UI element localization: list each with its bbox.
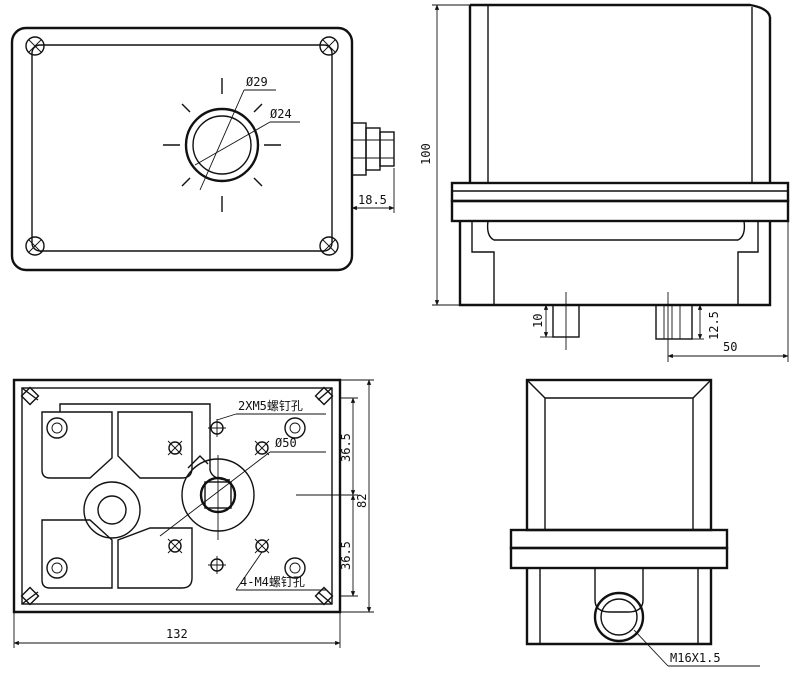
d29-leader bbox=[199, 89, 245, 191]
cavity bbox=[117, 411, 193, 479]
dim-d24: Ø24 bbox=[270, 107, 292, 121]
dim-length: 132 bbox=[166, 627, 188, 641]
indicator-window-inner bbox=[192, 115, 252, 175]
corner-screw-icon bbox=[314, 586, 334, 606]
top-view-outer-frame bbox=[10, 26, 354, 272]
dim-upper: 36.5 bbox=[339, 433, 353, 462]
mount-hole-icon bbox=[284, 417, 306, 439]
end-cover-flange bbox=[509, 528, 729, 550]
dim-pcd: Ø50 bbox=[275, 436, 297, 450]
pcd-leader bbox=[159, 451, 271, 537]
cable-gland bbox=[351, 122, 395, 176]
bearing-hub bbox=[83, 481, 141, 539]
output-shaft-right bbox=[655, 304, 693, 340]
m4-hole-icon bbox=[167, 440, 183, 456]
dim-shaft-left: 10 bbox=[531, 314, 545, 328]
dim-lower: 36.5 bbox=[339, 541, 353, 570]
dim-height: 100 bbox=[419, 143, 433, 165]
conduit-port bbox=[593, 591, 645, 643]
end-base-body bbox=[525, 568, 713, 646]
cover-flange bbox=[450, 181, 790, 203]
note-m4: 4-M4螺钉孔 bbox=[240, 575, 305, 589]
end-view: M16X1.5 bbox=[509, 378, 760, 667]
corner-screw-icon bbox=[25, 36, 45, 56]
top-view-inner-frame bbox=[31, 44, 333, 252]
mount-hole-icon bbox=[284, 557, 306, 579]
corner-screw-icon bbox=[319, 236, 339, 256]
dim-offset: 50 bbox=[723, 340, 737, 354]
thread-spec: M16X1.5 bbox=[670, 651, 721, 665]
side-view: 100 10 12.5 50 bbox=[419, 3, 790, 362]
m4-hole-icon bbox=[254, 440, 270, 456]
bottom-view: Ø50 2XM5螺钉孔 4-M4螺钉孔 36.5 36.5 82 132 bbox=[12, 378, 374, 648]
cavity bbox=[117, 527, 193, 589]
m5-hole-icon bbox=[208, 556, 226, 574]
corner-screw-icon bbox=[314, 386, 334, 406]
indicator-window-outer bbox=[184, 107, 260, 183]
end-base-flange bbox=[509, 546, 729, 570]
corner-screw-icon bbox=[25, 236, 45, 256]
m4-hole-icon bbox=[254, 538, 270, 554]
d24-leader bbox=[194, 121, 271, 166]
dim-gland: 18.5 bbox=[358, 193, 387, 207]
base-body bbox=[458, 221, 772, 307]
dim-shaft-right: 12.5 bbox=[707, 311, 721, 340]
note-m5: 2XM5螺钉孔 bbox=[238, 399, 303, 413]
m4-hole-icon bbox=[167, 538, 183, 554]
cover-outline bbox=[468, 3, 772, 183]
cavity bbox=[41, 411, 113, 479]
corner-screw-icon bbox=[319, 36, 339, 56]
cavity bbox=[41, 519, 113, 589]
dim-d29: Ø29 bbox=[246, 75, 268, 89]
corner-screw-icon bbox=[20, 586, 40, 606]
top-view: Ø29 Ø24 18.5 bbox=[10, 26, 395, 272]
mount-hole-icon bbox=[46, 417, 68, 439]
m5-hole-icon bbox=[208, 419, 226, 437]
base-flange bbox=[450, 199, 790, 223]
dim-width: 82 bbox=[355, 494, 369, 508]
position-tick-marks bbox=[163, 78, 281, 212]
mount-hole-icon bbox=[46, 557, 68, 579]
corner-screw-icon bbox=[20, 386, 40, 406]
end-cover bbox=[525, 378, 713, 532]
thread-leader bbox=[633, 629, 669, 667]
